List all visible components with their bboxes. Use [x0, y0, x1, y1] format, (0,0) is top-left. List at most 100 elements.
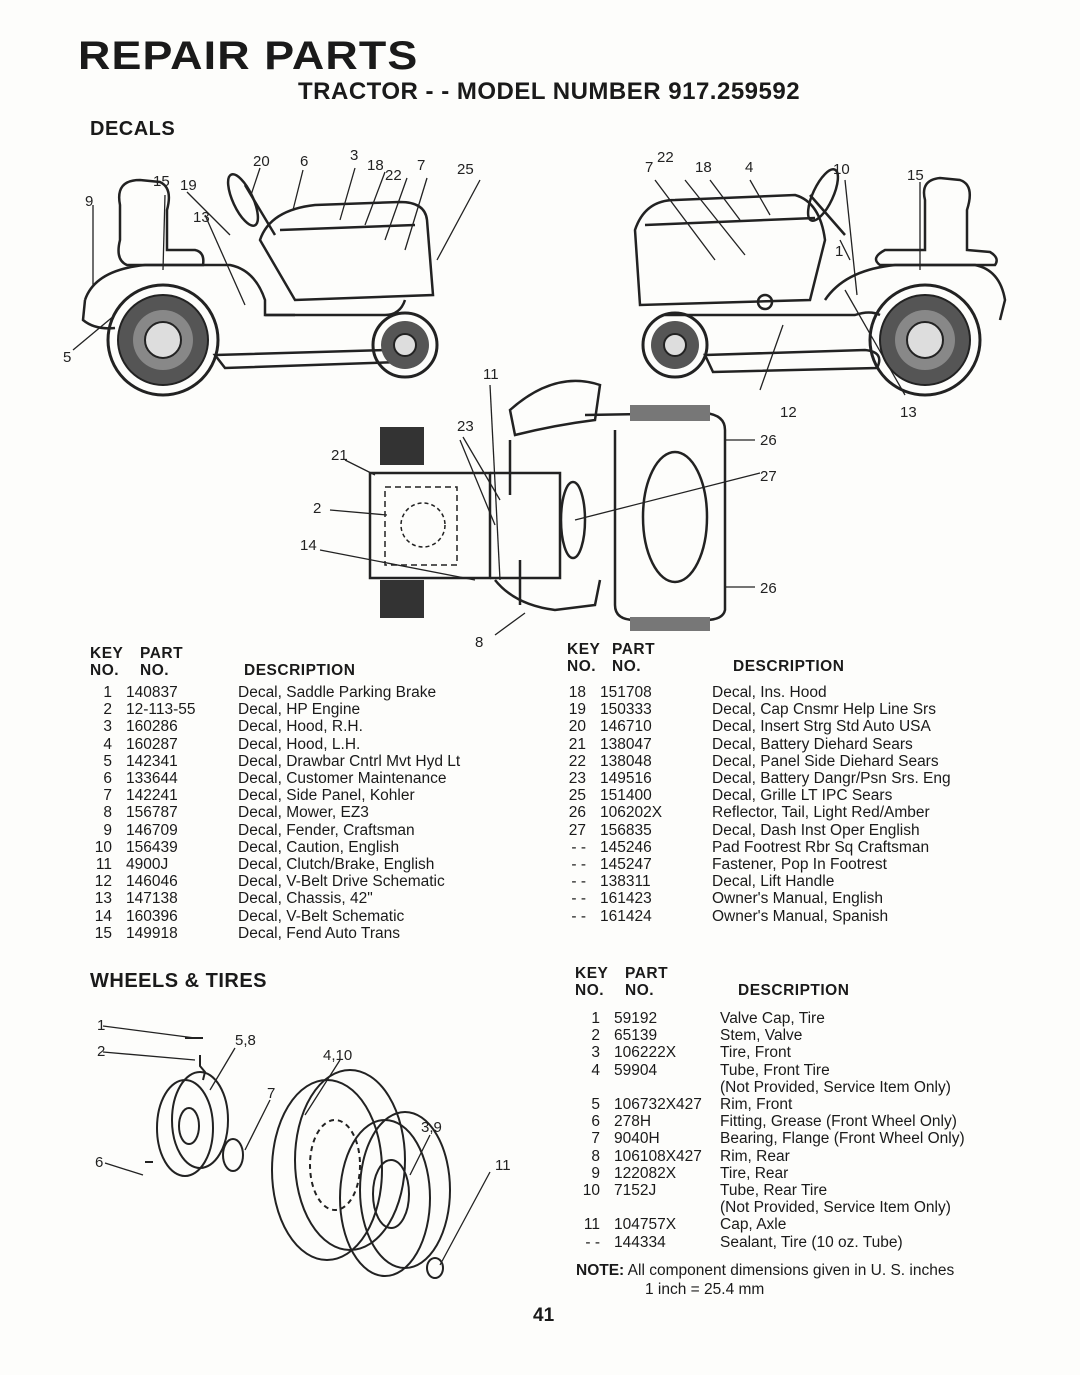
left-tractor-diagram: 20 6 3 18 22 7 25 15 19 9 13 5 — [63, 147, 481, 397]
part-number-cell: 145247 — [600, 856, 652, 874]
callout-2-top: 2 — [313, 500, 321, 517]
part-number-cell: 106202X — [600, 804, 663, 822]
description-cell: Decal, V-Belt Schematic — [238, 907, 405, 925]
part-number-cell: 147138 — [126, 890, 178, 908]
part-number-cell: 151400 — [600, 787, 652, 805]
part-number-cell: 122082X — [614, 1164, 677, 1182]
part-number-cell — [614, 1079, 720, 1096]
table-row: (Not Provided, Service Item Only) — [578, 1079, 1020, 1096]
callout-3: 3 — [350, 147, 358, 164]
key-cell: 18 — [568, 684, 586, 701]
key-cell: 8 — [103, 804, 112, 822]
part-number-cell: 138048 — [600, 752, 652, 770]
part-number-cell: 146046 — [126, 873, 178, 891]
part-number-cell — [614, 1199, 720, 1216]
page-number: 41 — [533, 1305, 555, 1326]
key-cell: - - — [571, 890, 586, 908]
callout-6: 6 — [300, 153, 308, 170]
part-number-cell: 156835 — [600, 821, 652, 839]
key-cell: 7 — [591, 1130, 600, 1148]
key-cell: 9 — [103, 821, 112, 839]
callout-15-right: 15 — [907, 167, 924, 184]
callout-18: 18 — [367, 157, 384, 174]
key-cell: 5 — [103, 752, 112, 770]
key-cell: 26 — [568, 804, 586, 822]
part-number-cell: 278H — [614, 1113, 652, 1131]
callout-22-right: 22 — [657, 149, 674, 166]
key-cell: 11 — [583, 1216, 600, 1234]
description-cell: (Not Provided, Service Item Only) — [720, 1199, 951, 1217]
part-number-cell: 146709 — [126, 821, 178, 839]
callout-26-top: 26 — [760, 432, 777, 449]
description-cell: Decal, Panel Side Diehard Sears — [712, 752, 939, 770]
key-cell: - - — [571, 873, 586, 891]
part-number-cell: 160287 — [126, 735, 178, 753]
callout-15: 15 — [153, 173, 170, 190]
description-cell: Tire, Front — [720, 1044, 791, 1062]
description-cell: Decal, Clutch/Brake, English — [238, 856, 435, 874]
callout-23-top: 23 — [457, 418, 474, 435]
part-number-cell: 133644 — [126, 770, 178, 788]
part-number-cell: 149918 — [126, 924, 178, 942]
part-number-cell: 142341 — [126, 752, 178, 770]
description-cell: Tube, Rear Tire — [720, 1182, 828, 1200]
part-number-cell: 12-113-55 — [126, 701, 196, 719]
key-cell: 11 — [95, 856, 112, 874]
part-number-cell: 145246 — [600, 838, 652, 856]
key-cell: 10 — [94, 838, 112, 856]
callout-10-right: 10 — [833, 161, 850, 178]
key-cell: - - — [571, 856, 586, 874]
key-cell: 21 — [568, 735, 586, 753]
callout-12-right: 12 — [780, 404, 797, 421]
key-cell: 7 — [103, 787, 112, 805]
callout-19: 19 — [180, 177, 197, 194]
note-line2: 1 inch = 25.4 mm — [645, 1281, 765, 1298]
callout-14-top: 14 — [300, 537, 317, 554]
callout-27-top: 27 — [760, 468, 777, 485]
description-cell: Fitting, Grease (Front Wheel Only) — [720, 1113, 957, 1131]
description-cell: Decal, Drawbar Cntrl Mvt Hyd Lt — [238, 752, 461, 770]
page-title: REPAIR PARTS — [78, 34, 419, 78]
description-cell: Decal, Cap Cnsmr Help Line Srs — [712, 701, 936, 719]
part-number-cell: 161423 — [600, 890, 652, 908]
part-number-cell: 106222X — [614, 1044, 677, 1062]
key-cell: 2 — [591, 1027, 600, 1045]
part-number-cell: 149516 — [600, 770, 652, 788]
description-cell: Decal, V-Belt Drive Schematic — [238, 873, 445, 891]
description-cell: Decal, Dash Inst Oper English — [712, 821, 920, 839]
right-tractor-diagram: 7 22 18 4 10 15 1 12 13 — [633, 149, 1007, 421]
description-cell: Decal, HP Engine — [238, 701, 361, 719]
part-number-cell: 150333 — [600, 701, 652, 719]
description-cell: Owner's Manual, English — [712, 890, 883, 908]
callout-5-8-wheels: 5,8 — [235, 1032, 256, 1049]
model-subtitle: TRACTOR - - MODEL NUMBER 917.259592 — [298, 78, 801, 105]
description-cell: Rim, Front — [720, 1096, 793, 1114]
description-cell: Decal, Insert Strg Std Auto USA — [712, 718, 931, 736]
key-cell: 4 — [103, 735, 112, 753]
key-cell: - - — [571, 907, 586, 925]
description-cell: Sealant, Tire (10 oz. Tube) — [720, 1233, 903, 1251]
callout-25: 25 — [457, 161, 474, 178]
callout-11-wheels: 11 — [495, 1157, 511, 1174]
description-cell: Tire, Rear — [720, 1164, 789, 1182]
